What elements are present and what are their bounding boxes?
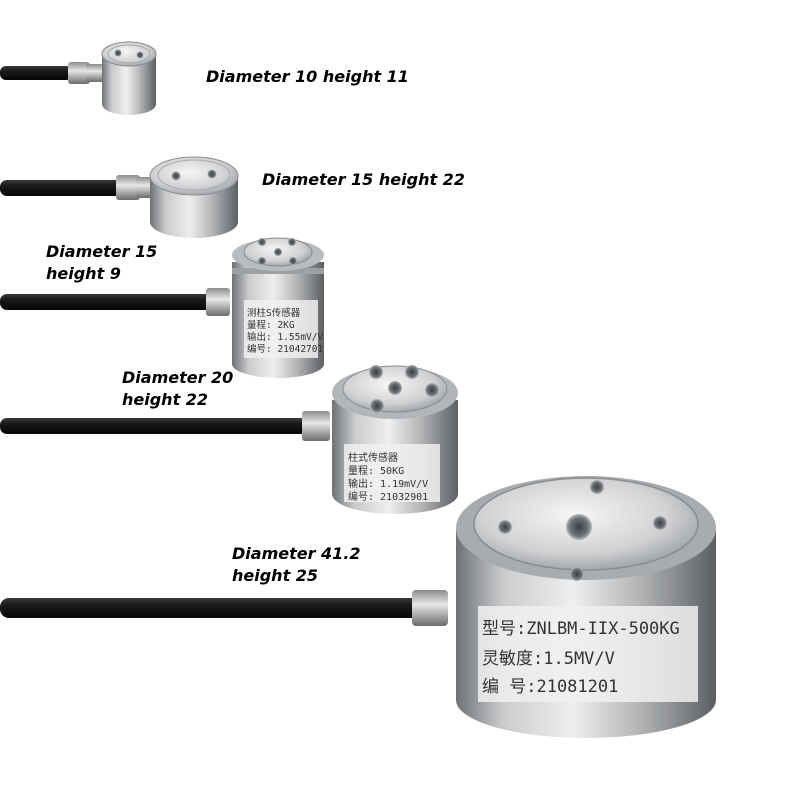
gland-1 bbox=[68, 62, 90, 84]
cable-3 bbox=[0, 294, 212, 310]
gland-3 bbox=[206, 288, 230, 316]
gland-5 bbox=[412, 590, 448, 626]
sensor-5-label-line-3: 编 号:21081201 bbox=[482, 677, 618, 697]
sensor-4-label-line-1: 柱式传感器 bbox=[348, 451, 398, 464]
mounting-hole bbox=[570, 567, 584, 581]
caption-5-line-1: Diameter 41.2 bbox=[232, 544, 361, 563]
caption-2-line-1: Diameter 15 height 22 bbox=[262, 170, 465, 189]
caption-5: Diameter 41.2 height 25 bbox=[232, 543, 361, 587]
mounting-hole bbox=[136, 51, 144, 59]
sensor-4-label-plate bbox=[344, 444, 440, 502]
sensor-4-label-line-4: 编号: 21032901 bbox=[348, 490, 428, 503]
caption-4-line-2: height 22 bbox=[122, 390, 209, 409]
mounting-hole bbox=[388, 381, 402, 395]
caption-4-line-1: Diameter 20 bbox=[122, 368, 234, 387]
caption-1: Diameter 10 height 11 bbox=[206, 66, 409, 88]
cable-1 bbox=[0, 66, 72, 80]
mounting-hole bbox=[258, 257, 266, 265]
cable-2 bbox=[0, 180, 122, 196]
sensor-5-label-line-1: 型号:ZNLBM-IIX-500KG bbox=[482, 619, 680, 639]
caption-4: Diameter 20 height 22 bbox=[122, 367, 233, 411]
mounting-hole bbox=[498, 520, 512, 534]
mounting-hole bbox=[207, 169, 217, 179]
gland-4 bbox=[302, 411, 330, 441]
mounting-hole bbox=[369, 365, 383, 379]
mounting-hole bbox=[288, 238, 296, 246]
mounting-hole bbox=[653, 516, 667, 530]
sensor-3-label-line-2: 量程: 2KG bbox=[247, 320, 295, 331]
mounting-hole bbox=[425, 383, 439, 397]
caption-3-line-1: Diameter 15 bbox=[46, 242, 158, 261]
caption-5-line-2: height 25 bbox=[232, 566, 319, 585]
mounting-hole bbox=[590, 480, 604, 494]
mounting-hole bbox=[114, 49, 122, 57]
gland-2 bbox=[116, 175, 140, 200]
load-cell-5: 型号:ZNLBM-IIX-500KG 灵敏度:1.5MV/V 编 号:21081… bbox=[0, 476, 716, 738]
cable-5 bbox=[0, 598, 420, 618]
caption-3-line-2: height 9 bbox=[46, 264, 121, 283]
load-cell-4: 柱式传感器 量程: 50KG 输出: 1.19mV/V 编号: 21032901 bbox=[0, 365, 458, 514]
sensor-5-label-plate bbox=[478, 606, 698, 702]
mounting-hole bbox=[405, 365, 419, 379]
sensor-5-label-line-2: 灵敏度:1.5MV/V bbox=[482, 649, 615, 669]
center-hole bbox=[566, 514, 592, 540]
mounting-hole bbox=[171, 171, 181, 181]
sensor-3-label-plate bbox=[244, 300, 318, 358]
mounting-hole bbox=[370, 399, 384, 413]
sensor-3-label-line-4: 编号: 21042701 bbox=[247, 343, 323, 355]
mounting-hole bbox=[274, 248, 282, 256]
sensor-4-label-line-2: 量程: 50KG bbox=[348, 465, 404, 477]
caption-2: Diameter 15 height 22 bbox=[262, 169, 465, 191]
caption-3: Diameter 15 height 9 bbox=[46, 241, 157, 285]
sensor-3-label-line-3: 输出: 1.55mV/V bbox=[247, 331, 323, 343]
cable-4 bbox=[0, 418, 310, 434]
load-cell-1 bbox=[0, 41, 157, 115]
mounting-hole bbox=[289, 257, 297, 265]
caption-1-line-1: Diameter 10 height 11 bbox=[206, 67, 409, 86]
sensor-3-label-line-1: 测柱S传感器 bbox=[247, 307, 301, 319]
mounting-hole bbox=[258, 238, 266, 246]
load-cell-3: 测柱S传感器 量程: 2KG 输出: 1.55mV/V 编号: 21042701 bbox=[0, 237, 324, 378]
load-cell-2 bbox=[0, 156, 239, 238]
sensor-4-label-line-3: 输出: 1.19mV/V bbox=[348, 477, 428, 490]
